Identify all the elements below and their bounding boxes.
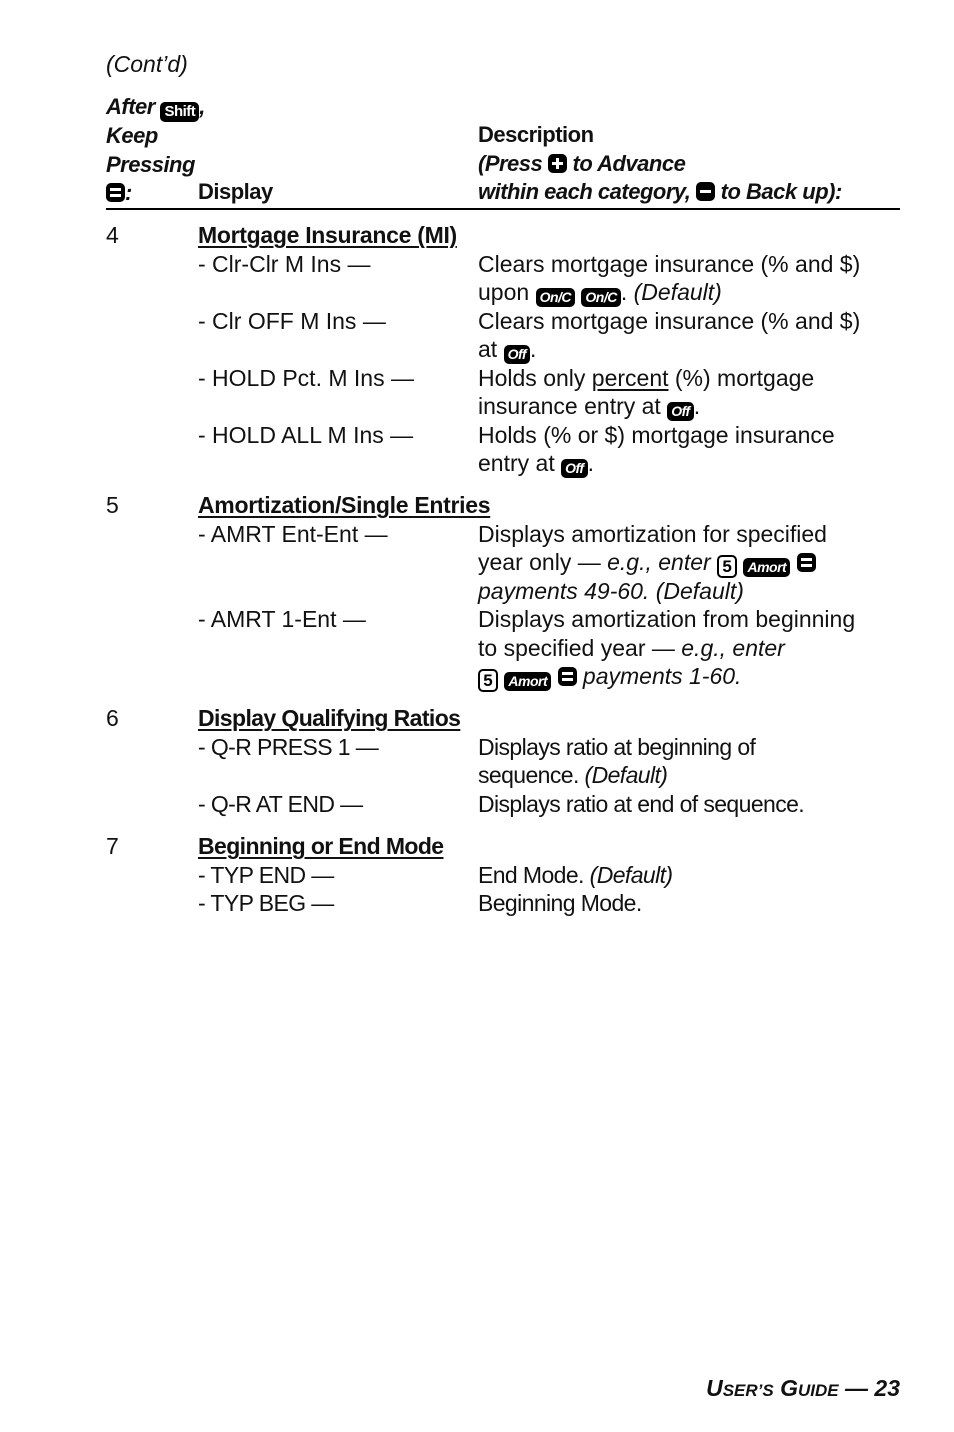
- option-label: - HOLD ALL M Ins —: [198, 421, 414, 448]
- continued-label: (Cont’d): [106, 51, 188, 77]
- option-description: Displays ratio at beginning of sequence.…: [478, 733, 756, 789]
- option-label: - HOLD Pct. M Ins —: [198, 364, 414, 391]
- option-description: Clears mortgage insurance (% and $) at O…: [478, 307, 861, 364]
- plus-key-icon: [547, 153, 567, 173]
- section-title: Amortization/Single Entries: [198, 492, 491, 518]
- option-label: - TYP BEG —: [198, 890, 334, 916]
- header-col-keypress: After Shift, Keep Pressing :: [106, 94, 205, 205]
- option-description: Beginning Mode.: [478, 890, 642, 916]
- option-label: - Q-R PRESS 1 —: [198, 733, 379, 760]
- on-c-key-icon: On/C: [535, 288, 576, 307]
- five-key-icon: 5: [717, 555, 738, 578]
- amort-key-icon: Amort: [743, 558, 791, 577]
- equals-key-icon: [557, 667, 577, 686]
- option-label: - AMRT Ent-Ent —: [198, 520, 388, 547]
- shift-key-icon: Shift: [160, 102, 200, 122]
- option-description: Displays amortization from beginning to …: [478, 606, 856, 692]
- equals-key-icon: [106, 183, 125, 202]
- option-label: - AMRT 1-Ent —: [198, 606, 366, 632]
- page-footer: USER’S GUIDE — 23: [706, 1375, 900, 1401]
- off-key-icon: Off: [667, 402, 694, 421]
- option-label: - Clr OFF M Ins —: [198, 307, 386, 334]
- off-key-icon: Off: [503, 345, 531, 364]
- header-after-text: After: [106, 94, 155, 119]
- header-description-title: Description: [478, 122, 594, 147]
- section-number: 7: [106, 833, 119, 859]
- page-number: — 23: [845, 1375, 900, 1401]
- table-header: After Shift, Keep Pressing : Display Des…: [106, 93, 900, 210]
- five-key-icon: 5: [478, 669, 498, 692]
- header-col-description: Description (Press to Advance within eac…: [478, 122, 842, 204]
- option-description: Displays amortization for specified year…: [478, 520, 827, 604]
- option-label: - TYP END —: [198, 861, 334, 888]
- minus-key-icon: [696, 182, 716, 201]
- amort-key-icon: Amort: [504, 672, 552, 691]
- section-number: 4: [106, 222, 119, 248]
- off-key-icon: Off: [561, 459, 588, 478]
- header-keep-text: Keep: [106, 123, 158, 148]
- on-c-key-icon: On/C: [581, 288, 621, 307]
- option-description: End Mode. (Default): [478, 861, 673, 888]
- option-label: - Clr-Clr M Ins —: [198, 250, 371, 277]
- equals-key-icon: [796, 553, 816, 572]
- manual-page: (Cont’d) After Shift, Keep Pressing : Di…: [106, 0, 900, 1432]
- section-title: Display Qualifying Ratios: [198, 705, 461, 731]
- header-col-display: Display: [198, 179, 273, 204]
- header-pressing-text: Pressing: [106, 151, 195, 177]
- section-title: Beginning or End Mode: [198, 833, 444, 859]
- option-description: Displays ratio at end of sequence.: [478, 790, 805, 817]
- option-description: Holds (% or $) mortgage insurance entry …: [478, 421, 835, 478]
- option-label: - Q-R AT END —: [198, 790, 363, 817]
- section-title: Mortgage Insurance (MI): [198, 222, 457, 248]
- section-number: 5: [106, 492, 119, 518]
- section-number: 6: [106, 705, 119, 731]
- option-description: Holds only percent (%) mortgage insuranc…: [478, 364, 815, 421]
- option-description: Clears mortgage insurance (% and $) upon…: [478, 250, 861, 307]
